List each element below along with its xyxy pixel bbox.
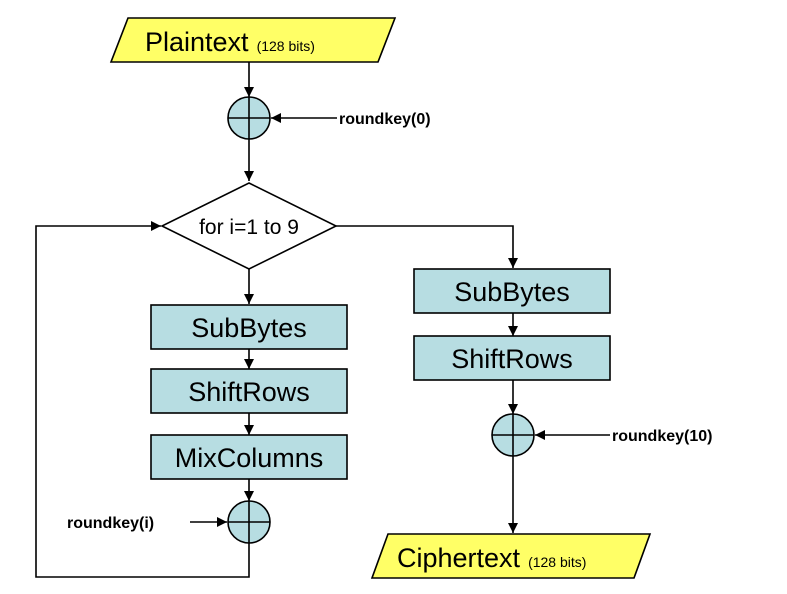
step-subbytes [150, 304, 348, 350]
loop-back-connector [35, 221, 250, 578]
ciphertext-label: Ciphertext [397, 543, 521, 573]
xor-roundkey10 [491, 413, 535, 457]
final-step-shiftrows-label: ShiftRows [451, 344, 573, 374]
loop-label: for i=1 to 9 [199, 216, 299, 239]
ciphertext-output: Ciphertext (128 bits) [370, 533, 652, 579]
ciphertext-bits: (128 bits) [528, 554, 586, 570]
roundkey10-label: roundkey(10) [612, 428, 712, 445]
step-mixcolumns-label: MixColumns [175, 443, 324, 473]
xor-roundkey0 [227, 96, 271, 140]
plaintext-input: Plaintext (128 bits) [109, 17, 397, 63]
step-mixcolumns [150, 434, 348, 480]
roundkeyi-label: roundkey(i) [67, 515, 154, 532]
svg-text:Plaintext(128 bits): Plaintext (128 bits) [145, 27, 315, 57]
roundkey0-label: roundkey(0) [339, 111, 431, 128]
ciphertext-shape [370, 533, 652, 579]
xor-roundkeyi [227, 500, 271, 544]
step-subbytes-label: SubBytes [191, 313, 307, 343]
step-shiftrows [150, 368, 348, 414]
plaintext-bits: (128 bits) [257, 38, 315, 54]
plaintext-label: Plaintext [145, 27, 249, 57]
final-step-shiftrows [413, 335, 611, 381]
connector-decision-final [336, 225, 518, 268]
final-step-subbytes [413, 268, 611, 314]
round-steps: SubBytes ShiftRows MixColumns [150, 304, 348, 480]
final-steps: SubBytes ShiftRows [413, 268, 611, 381]
plaintext-shape [109, 17, 397, 63]
loop-decision: for i=1 to 9 [160, 182, 338, 270]
svg-text:Ciphertext(128 bits): Ciphertext (128 bits) [397, 543, 586, 573]
step-shiftrows-label: ShiftRows [188, 377, 310, 407]
final-step-subbytes-label: SubBytes [454, 277, 570, 307]
